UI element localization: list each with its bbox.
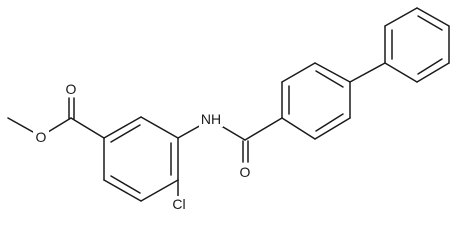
ring-b-inner-3	[315, 113, 344, 132]
ring-a-inner-3	[110, 175, 141, 194]
atom-label-nh: NH	[201, 111, 221, 127]
molecule-structure: O O NH O Cl	[7, 7, 450, 212]
atom-label-o-carbonyl-ester: O	[66, 81, 77, 97]
bond-methyl-o	[7, 117, 34, 133]
biphenyl-inner-ring	[281, 62, 351, 140]
atom-label-o-carbonyl-amide: O	[240, 164, 251, 180]
atom-labels: O O NH O Cl	[33, 80, 253, 212]
ring-c-bond-5	[416, 62, 450, 83]
atom-label-o-ether-ester: O	[36, 129, 47, 145]
ring-c-inner-2	[417, 15, 443, 31]
bond-amide-c-ring	[244, 117, 283, 141]
ring-a-bond-2	[140, 116, 179, 139]
ring-c-bond-2	[384, 7, 418, 27]
atom-label-cl: Cl	[172, 196, 185, 212]
bond-o-carbonyl-c	[47, 117, 72, 133]
ring-b-bond-2	[281, 62, 316, 83]
ring-c-inner-3	[417, 58, 443, 75]
amide-group	[177, 117, 283, 163]
ring-b-bond-6	[281, 117, 316, 140]
structure-canvas: O O NH O Cl	[7, 7, 450, 212]
ring-c-bond-3	[416, 7, 450, 27]
terminal-phenyl-ring	[384, 7, 450, 83]
chlorobenzene-ring	[103, 116, 179, 202]
methyl-ester-group	[7, 97, 105, 139]
ring-a-bond-4	[140, 179, 179, 202]
ring-b-bond-5	[314, 117, 351, 140]
ring-b-bond-3	[314, 62, 351, 83]
ring-a-bond-1	[103, 116, 142, 139]
ring-a-inner-1	[110, 124, 141, 143]
ring-c-bond-6	[384, 62, 418, 83]
ring-b-inner-2	[315, 70, 344, 88]
bond-biaryl	[349, 62, 386, 83]
bond-ring-n	[177, 123, 204, 139]
bond-carbonyl-c-ring	[70, 117, 105, 139]
ring-a-bond-5	[103, 179, 142, 202]
